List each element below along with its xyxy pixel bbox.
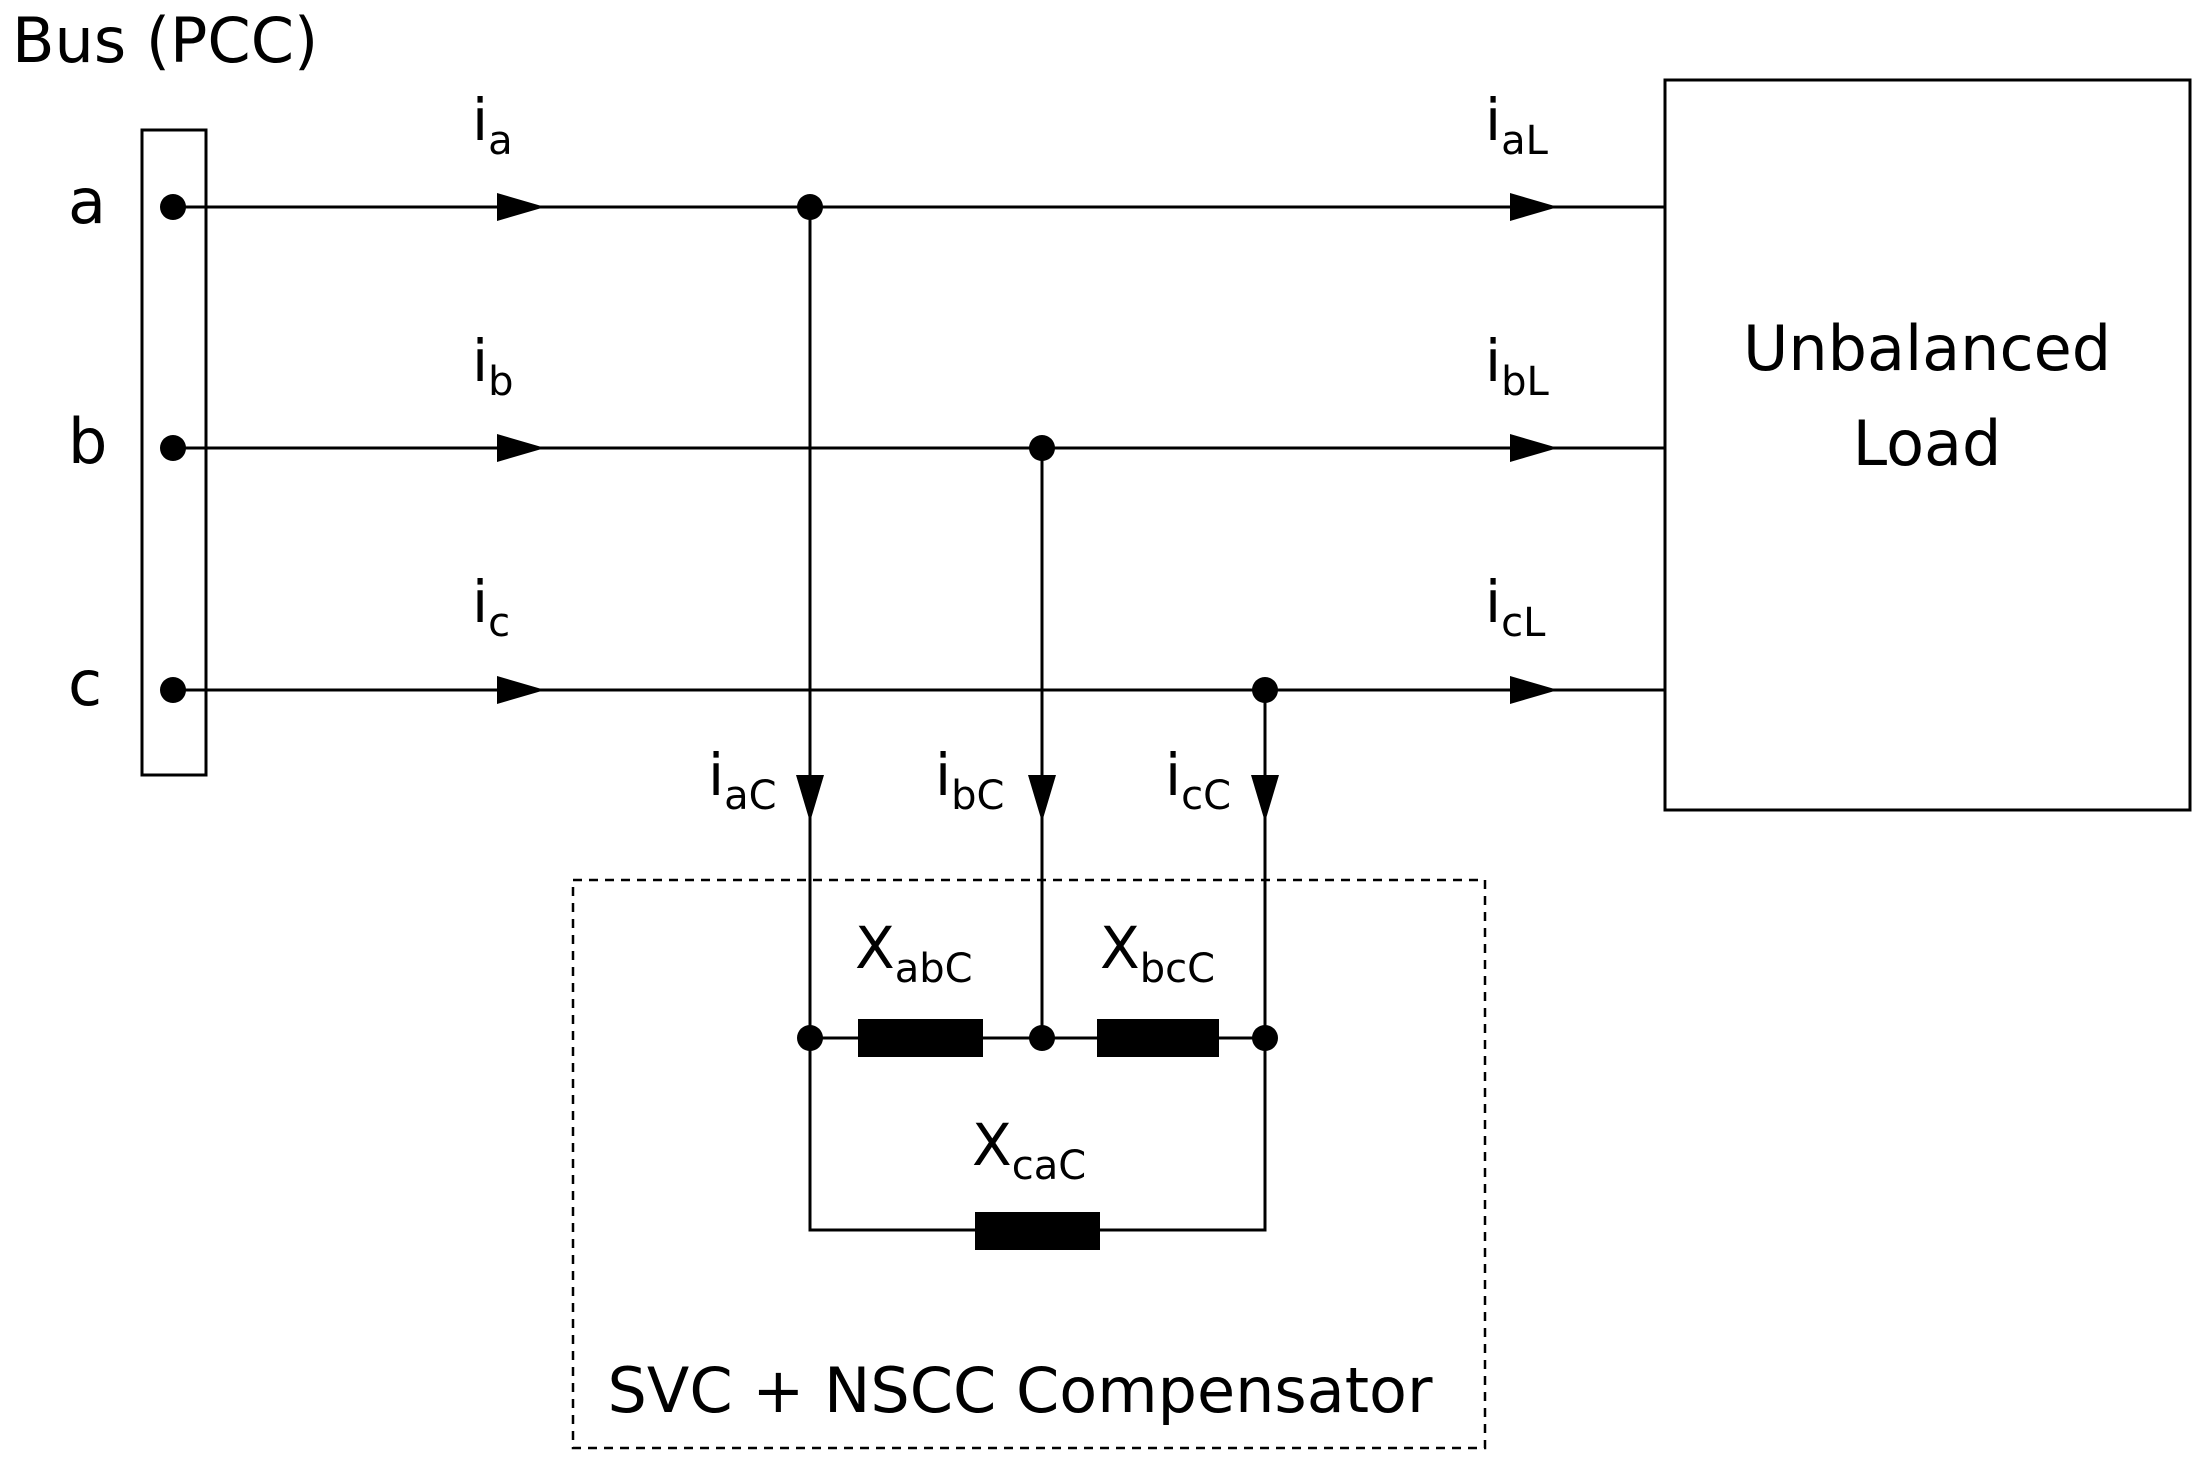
load-current-label-a: iaL [1485,86,1549,164]
delta-bottom-wire [808,1038,1267,1232]
junction-b [1029,435,1055,461]
phase-c-label: c [68,647,102,720]
current-label-c: ic [472,568,510,646]
comp-current-arrow-b [1028,775,1056,822]
load-label-line2: Load [1853,407,2002,480]
junction-a [797,194,823,220]
phase-a-label: a [68,165,106,238]
reactance-label-ca: XcaC [972,1111,1086,1189]
compensator-boundary [571,878,1487,1450]
junction-c [1252,677,1278,703]
reactor-bc [1097,1019,1219,1057]
current-label-b: ib [472,327,514,405]
bus-terminal-a [160,194,186,220]
load-current-label-b: ibL [1485,327,1550,405]
delta-node-a [797,1025,823,1051]
load-current-arrow-a [1510,193,1558,221]
bus-terminal-c [160,677,186,703]
load-current-label-c: icL [1485,568,1546,646]
comp-current-label-b: ibC [935,741,1004,819]
bus-terminal-b [160,435,186,461]
current-label-a: ia [472,86,513,164]
reactance-label-bc: XbcC [1100,914,1215,992]
load-current-arrow-c [1510,676,1558,704]
comp-current-label-c: icC [1165,741,1231,819]
comp-current-arrow-c [1251,775,1279,822]
reactor-ab [858,1019,983,1057]
load-current-arrow-b [1510,434,1558,462]
current-arrow-b [497,434,545,462]
comp-current-arrow-a [796,775,824,822]
phase-b-label: b [68,405,107,478]
delta-node-b [1029,1025,1055,1051]
comp-current-label-a: iaC [708,741,777,819]
unbalanced-load-box [1663,78,2192,812]
reactor-ca [975,1212,1100,1250]
current-arrow-c [497,676,545,704]
reactance-label-ab: XabC [855,914,973,992]
load-label-line1: Unbalanced [1743,312,2111,385]
bus-label: Bus (PCC) [12,4,318,77]
current-arrow-a [497,193,545,221]
compensator-label: SVC + NSCC Compensator [608,1354,1433,1427]
delta-node-c [1252,1025,1278,1051]
